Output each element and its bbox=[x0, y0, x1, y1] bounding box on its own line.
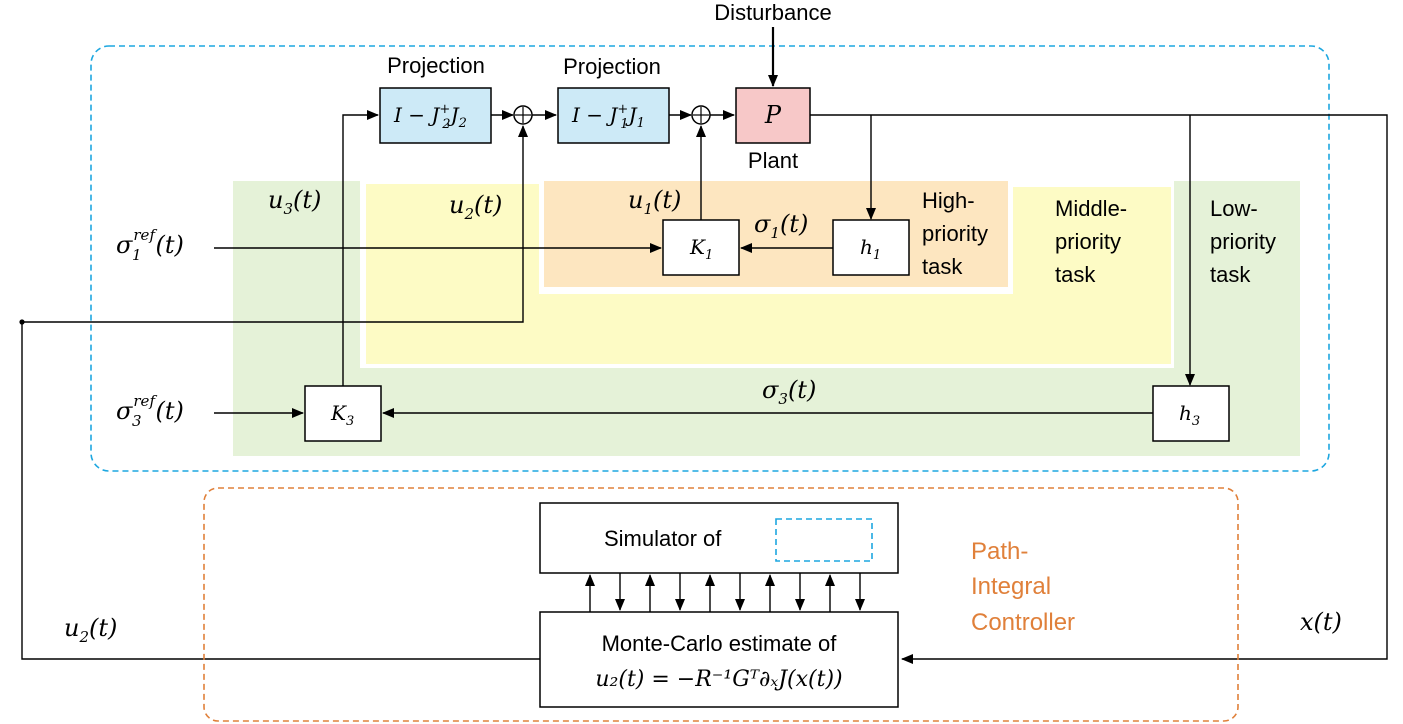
middle-priority-label-3: task bbox=[1055, 262, 1096, 287]
controller-title-2: Integral bbox=[971, 573, 1051, 600]
low-priority-label-2: priority bbox=[1210, 229, 1276, 254]
sample-exchange-arrows bbox=[585, 573, 865, 612]
h1-symbol: h1 bbox=[860, 235, 881, 263]
h3-block bbox=[1152, 385, 1230, 442]
k1-symbol: K1 bbox=[689, 235, 713, 263]
high-priority-label-1: High- bbox=[922, 188, 975, 213]
x-label: x(t) bbox=[1300, 608, 1342, 636]
projection1-label: Projection bbox=[563, 54, 661, 79]
projection1-block bbox=[557, 87, 670, 144]
controller-boundary bbox=[203, 487, 1239, 722]
projection2-block bbox=[379, 87, 492, 144]
outer-system-boundary bbox=[90, 45, 1330, 472]
k1-block bbox=[662, 219, 740, 276]
h3-symbol: h3 bbox=[1179, 401, 1200, 429]
projection2-label: Projection bbox=[387, 53, 485, 78]
high-priority-label-2: priority bbox=[922, 221, 988, 246]
simulator-plant-placeholder bbox=[775, 518, 873, 562]
controller-title-3: Controller bbox=[971, 609, 1075, 636]
sigma1-label: σ1(t) bbox=[754, 210, 808, 242]
high-priority-label-3: task bbox=[922, 254, 963, 279]
k3-symbol: K3 bbox=[330, 401, 354, 429]
low-priority-label-1: Low- bbox=[1210, 196, 1258, 221]
h1-block bbox=[832, 219, 910, 276]
controller-title-1: Path- bbox=[971, 538, 1028, 565]
u2-label-top: u2(t) bbox=[449, 191, 502, 223]
sigma3-label: σ3(t) bbox=[762, 376, 816, 408]
monte-carlo-label: Monte-Carlo estimate of bbox=[602, 631, 838, 656]
u2-label-left: u2(t) bbox=[64, 614, 117, 646]
simulator-label: Simulator of bbox=[604, 526, 722, 551]
middle-priority-label-1: Middle- bbox=[1055, 196, 1127, 221]
middle-priority-label-2: priority bbox=[1055, 229, 1121, 254]
plant-label: Plant bbox=[748, 148, 798, 173]
monte-carlo-block bbox=[539, 611, 899, 708]
low-priority-label-3: task bbox=[1210, 262, 1251, 287]
disturbance-label: Disturbance bbox=[714, 0, 831, 25]
u1-label: u1(t) bbox=[628, 186, 681, 218]
plant-symbol: P bbox=[764, 101, 782, 129]
u3-label: u3(t) bbox=[268, 186, 321, 218]
monte-carlo-formula: u₂(t) = −R⁻¹Gᵀ∂ₓJ(x(t)) bbox=[595, 667, 842, 692]
